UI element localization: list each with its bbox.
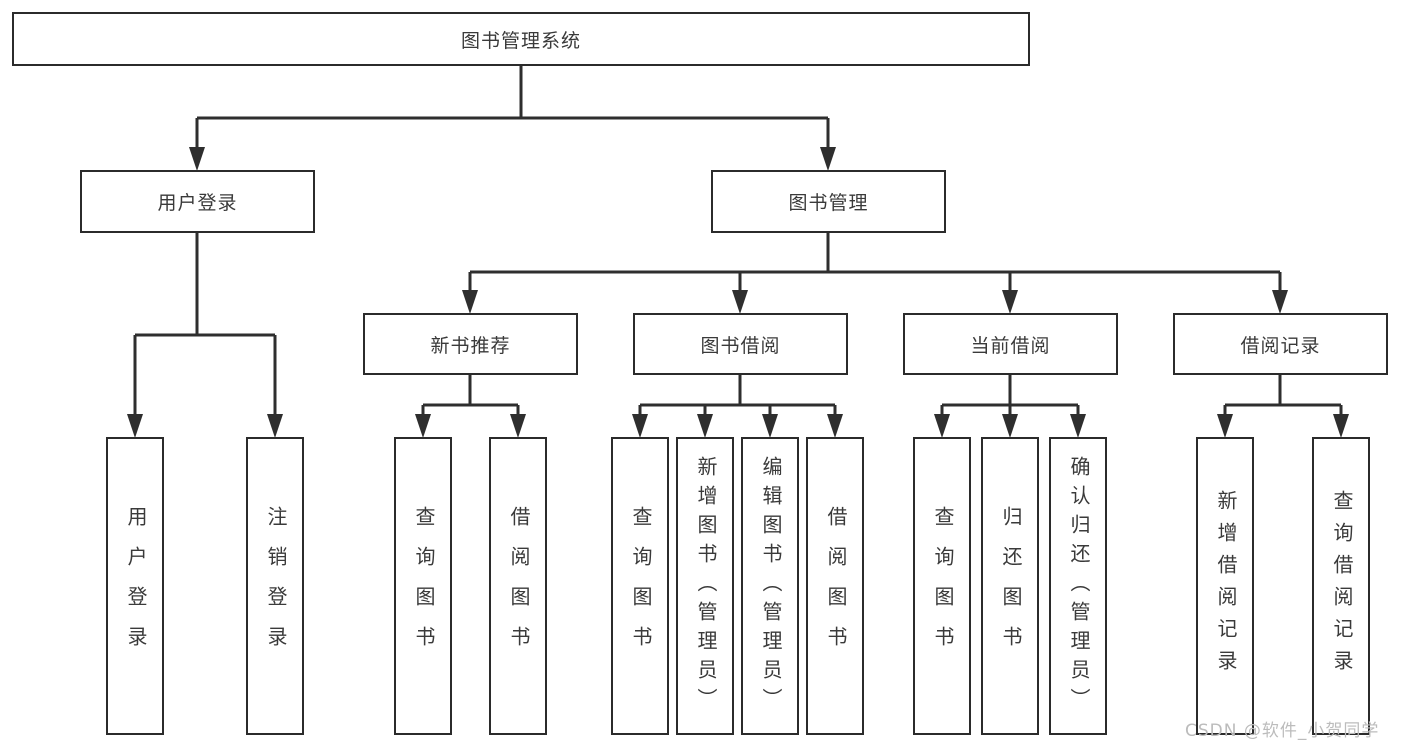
node-leaf-user-login: 用户登录 [106,437,164,735]
csdn-watermark: CSDN @软件_小贺同学 [1185,721,1380,741]
node-leaf-query-book-recommend: 查询图书 [394,437,452,735]
node-current-borrowing: 当前借阅 [903,313,1118,375]
node-borrowing-records: 借阅记录 [1173,313,1388,375]
node-leaf-return-book: 归还图书 [981,437,1039,735]
node-leaf-confirm-return-admin: 确认归还（管理员） [1049,437,1107,735]
node-leaf-add-book-admin: 新增图书（管理员） [676,437,734,735]
node-book-management-module: 图书管理 [711,170,946,233]
node-leaf-logout: 注销登录 [246,437,304,735]
node-new-book-recommend: 新书推荐 [363,313,578,375]
node-book-borrowing: 图书借阅 [633,313,848,375]
node-leaf-borrow-book: 借阅图书 [806,437,864,735]
node-leaf-query-borrow-record: 查询借阅记录 [1312,437,1370,735]
node-root-system: 图书管理系统 [12,12,1030,66]
node-leaf-query-book-borrowing: 查询图书 [611,437,669,735]
node-leaf-borrow-book-recommend: 借阅图书 [489,437,547,735]
node-leaf-edit-book-admin: 编辑图书（管理员） [741,437,799,735]
node-user-login-module: 用户登录 [80,170,315,233]
node-leaf-query-book-current: 查询图书 [913,437,971,735]
node-leaf-add-borrow-record: 新增借阅记录 [1196,437,1254,735]
